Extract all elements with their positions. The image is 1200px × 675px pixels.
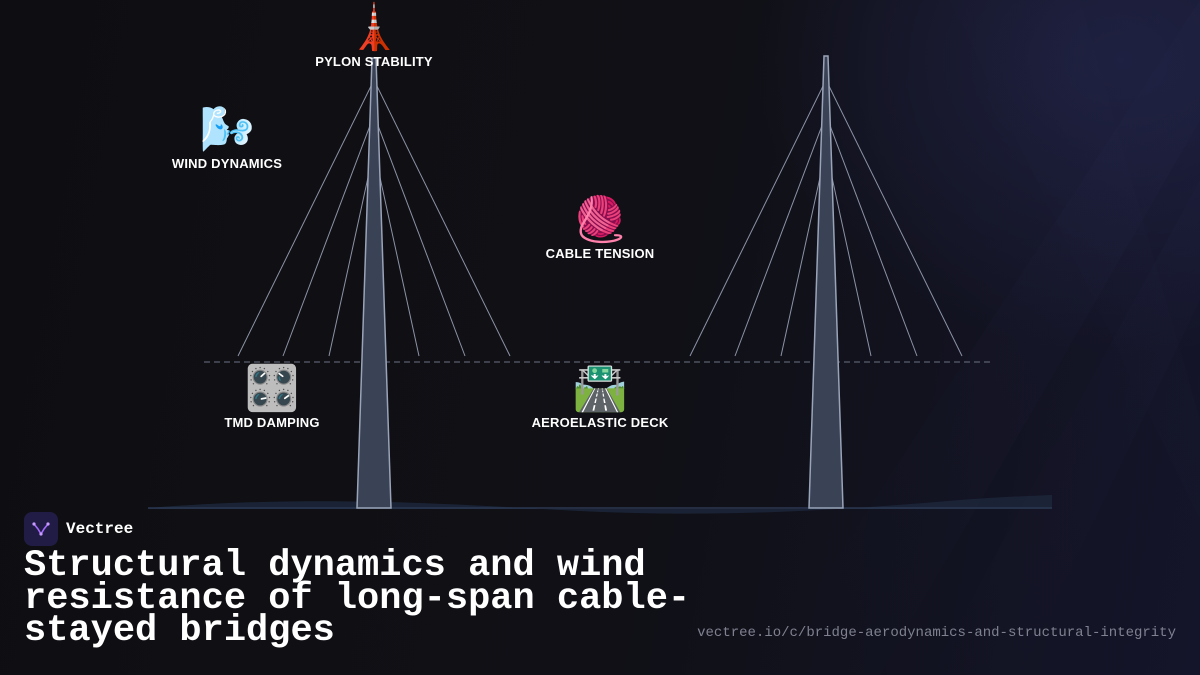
left-pylon-cables xyxy=(237,79,511,357)
feature-label: PYLON STABILITY xyxy=(315,54,433,69)
feature-wind-dynamics: 🌬️ WIND DYNAMICS xyxy=(171,104,283,172)
source-url[interactable]: vectree.io/c/bridge-aerodynamics-and-str… xyxy=(697,625,1176,641)
motorway-icon: 🛣️ xyxy=(572,363,628,414)
wind-face-icon: 🌬️ xyxy=(199,104,255,155)
left-pylon xyxy=(356,57,392,509)
right-pylon xyxy=(808,55,844,509)
feature-pylon-stability: 🗼 PYLON STABILITY xyxy=(315,2,433,70)
feature-aeroelastic-deck: 🛣️ AEROELASTIC DECK xyxy=(531,363,669,431)
feature-cable-tension: 🧶 CABLE TENSION xyxy=(545,194,655,262)
feature-tmd-damping: 🎛️ TMD DAMPING xyxy=(224,363,320,431)
vectree-logo-icon xyxy=(24,512,58,546)
feature-label: TMD DAMPING xyxy=(224,415,320,430)
feature-label: WIND DYNAMICS xyxy=(171,156,283,171)
feature-label: CABLE TENSION xyxy=(545,246,655,261)
right-pylon-cables xyxy=(689,79,963,357)
tower-icon: 🗼 xyxy=(346,2,402,53)
yarn-icon: 🧶 xyxy=(572,194,628,245)
control-knobs-icon: 🎛️ xyxy=(244,363,300,414)
page-title: Structural dynamics and wind resistance … xyxy=(24,545,691,652)
brand-name: Vectree xyxy=(66,520,134,538)
water-surface xyxy=(148,495,1052,514)
brand[interactable]: Vectree xyxy=(24,512,133,546)
feature-label: AEROELASTIC DECK xyxy=(531,415,669,430)
